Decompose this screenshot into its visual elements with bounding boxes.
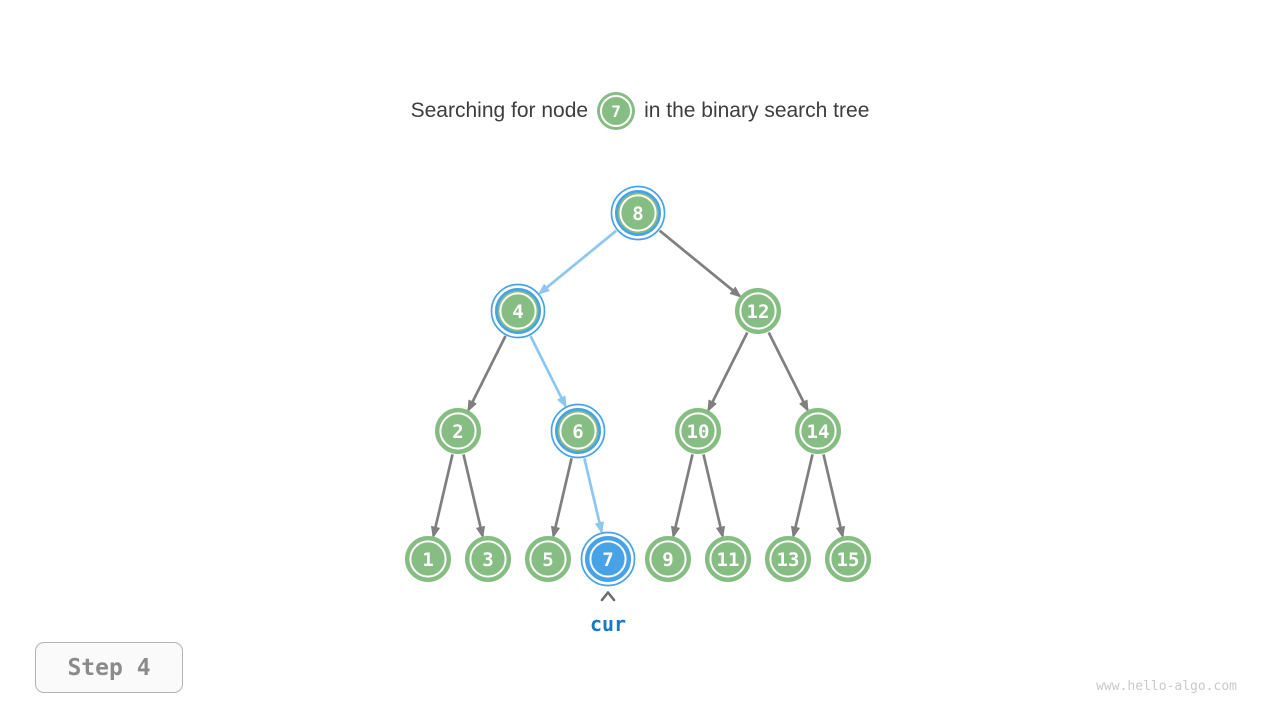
tree-node-12: 12 bbox=[734, 287, 781, 334]
edge-6-7 bbox=[583, 457, 604, 534]
tree-node-8: 8 bbox=[610, 185, 666, 241]
edge-4-6 bbox=[529, 335, 567, 408]
node-value: 5 bbox=[542, 549, 553, 571]
node-value: 10 bbox=[687, 421, 710, 443]
tree-node-9: 9 bbox=[644, 535, 691, 582]
title-node-value: 7 bbox=[611, 101, 621, 121]
edge-10-9 bbox=[671, 454, 694, 538]
step-label: Step 4 bbox=[67, 654, 151, 681]
tree-node-4: 4 bbox=[490, 283, 546, 339]
tree-node-6: 6 bbox=[550, 403, 606, 459]
node-value: 7 bbox=[602, 549, 613, 571]
tree-node-1: 1 bbox=[404, 535, 451, 582]
tree-node-11: 11 bbox=[704, 535, 751, 582]
edge-12-14 bbox=[767, 331, 809, 412]
edge-14-15 bbox=[822, 454, 845, 538]
tree-node-14: 14 bbox=[794, 407, 841, 454]
node-value: 13 bbox=[777, 549, 800, 571]
node-value: 15 bbox=[837, 549, 860, 571]
tree-node-5: 5 bbox=[524, 535, 571, 582]
node-value: 1 bbox=[422, 549, 433, 571]
tree-node-3: 3 bbox=[464, 535, 511, 582]
step-badge: Step 4 bbox=[35, 642, 183, 693]
node-value: 12 bbox=[747, 301, 770, 323]
cur-caret-icon bbox=[600, 591, 616, 602]
node-value: 14 bbox=[807, 421, 830, 443]
edge-2-3 bbox=[462, 454, 485, 538]
node-value: 9 bbox=[662, 549, 673, 571]
node-value: 6 bbox=[572, 421, 583, 443]
node-value: 3 bbox=[482, 549, 493, 571]
cur-label: cur bbox=[590, 612, 626, 636]
node-inner-ring bbox=[600, 95, 633, 127]
tree-node-13: 13 bbox=[764, 535, 811, 582]
title-prefix: Searching for node bbox=[410, 99, 589, 122]
title-suffix: in the binary search tree bbox=[644, 99, 870, 122]
node-value: 2 bbox=[452, 421, 463, 443]
title-target-node: 7 bbox=[597, 92, 636, 130]
edge-6-5 bbox=[551, 457, 573, 538]
tree-node-10: 10 bbox=[674, 407, 721, 454]
node-value: 8 bbox=[632, 203, 643, 225]
edge-8-4 bbox=[538, 229, 618, 295]
edge-10-11 bbox=[702, 454, 725, 538]
edge-14-13 bbox=[791, 454, 814, 538]
tree-node-15: 15 bbox=[824, 535, 871, 582]
tree-node-7: 7 bbox=[580, 531, 636, 587]
node-value: 4 bbox=[512, 301, 523, 323]
watermark: www.hello-algo.com bbox=[1096, 679, 1237, 694]
edge-8-12 bbox=[658, 229, 742, 298]
edge-4-2 bbox=[467, 335, 507, 412]
tree-node-2: 2 bbox=[434, 407, 481, 454]
diagram-title: Searching for node 7 in the binary searc… bbox=[0, 92, 1280, 130]
node-value: 11 bbox=[717, 549, 740, 571]
edge-12-10 bbox=[707, 331, 749, 412]
edge-2-1 bbox=[431, 454, 454, 538]
